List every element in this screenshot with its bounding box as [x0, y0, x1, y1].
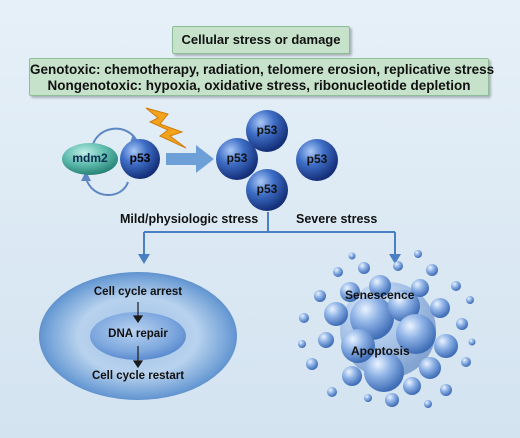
p53-ball-left [120, 139, 160, 179]
cell-cycle-arrest-label: Cell cycle arrest [93, 286, 183, 298]
branch-connector [143, 212, 396, 256]
apoptosis-label: Apoptosis [351, 344, 410, 358]
mdm2-oval [62, 143, 118, 175]
branch-arrowhead-left [138, 254, 150, 264]
senescence-label: Senescence [345, 288, 415, 302]
p53-ball-middle [216, 138, 258, 180]
stress-title-box: Cellular stress or damage [172, 26, 350, 54]
mild-stress-label: Mild/physiologic stress [120, 212, 259, 226]
mild-step-arrows [132, 302, 144, 369]
mdm2-label: mdm2 [72, 151, 108, 165]
stress-title: Cellular stress or damage [181, 32, 341, 47]
apoptotic-blebs [298, 250, 476, 408]
dna-repair-label: DNA repair [108, 328, 168, 340]
p53-label-right: p53 [306, 152, 328, 166]
cell-cycle-restart-label: Cell cycle restart [91, 370, 185, 382]
nongenotoxic-causes: Nongenotoxic: hypoxia, oxidative stress,… [47, 78, 471, 93]
branch-arrowhead-right [389, 254, 401, 264]
genotoxic-causes: Genotoxic: chemotherapy, radiation, telo… [30, 62, 495, 77]
p53-ball-bottom [246, 169, 288, 211]
causes-box: Genotoxic: chemotherapy, radiation, telo… [29, 58, 495, 96]
cell-nucleus [90, 312, 186, 360]
severe-stress-label: Severe stress [296, 212, 378, 226]
p53-label-middle: p53 [226, 151, 248, 165]
p53-ball-right [296, 139, 338, 181]
p53-ball-top [246, 110, 288, 152]
lightning-bolt-icon [145, 107, 187, 149]
activation-arrow [166, 145, 214, 173]
p53-label-left: p53 [129, 151, 151, 165]
p53-label-bottom: p53 [256, 182, 278, 196]
p53-label-top: p53 [256, 123, 278, 137]
